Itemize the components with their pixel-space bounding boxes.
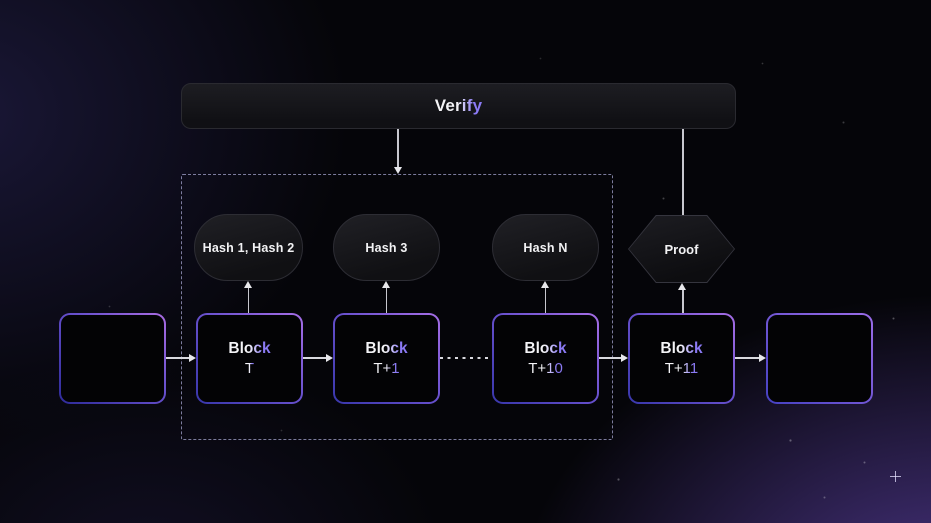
block-t-plus-11: Block T+11 <box>628 313 735 404</box>
verify-bar: Verify <box>181 83 736 129</box>
hash-node-3: Hash N <box>492 214 599 281</box>
arrow-right-icon <box>326 353 333 362</box>
dashed-boundary <box>181 174 613 440</box>
connector-t-to-t1 <box>303 357 327 359</box>
block-t1-title: Block <box>365 339 408 357</box>
hash-node-3-label: Hash N <box>523 240 568 255</box>
star-specks <box>0 0 1 1</box>
arrow-right-icon <box>621 353 628 362</box>
proof-hexagon: Proof <box>628 215 735 283</box>
block-t: Block T <box>196 313 303 404</box>
block-t1-subtitle: T+1 <box>373 360 400 378</box>
empty-block-right <box>766 313 873 404</box>
connector-t1-to-t10-dotted <box>440 357 492 359</box>
arrow-up-icon <box>540 281 549 288</box>
verify-to-proof-line <box>682 129 684 215</box>
arrow-up-icon <box>243 281 252 288</box>
proof-label: Proof <box>664 241 699 257</box>
block-t-title: Block <box>228 339 271 357</box>
block-t11-title: Block <box>660 339 703 357</box>
arrow-right-icon <box>759 353 766 362</box>
arrow-up-icon <box>381 281 390 288</box>
hash-node-2-label: Hash 3 <box>365 240 408 255</box>
sparkle-icon <box>890 471 901 482</box>
hash-node-1-label: Hash 1, Hash 2 <box>202 240 295 255</box>
block-t-plus-10: Block T+10 <box>492 313 599 404</box>
arrow-right-icon <box>189 353 196 362</box>
verify-label: Verify <box>434 96 483 115</box>
block-t10-title: Block <box>524 339 567 357</box>
block-t11-to-proof-line <box>682 290 684 313</box>
block-t11-subtitle: T+11 <box>664 360 699 378</box>
empty-block-left <box>59 313 166 404</box>
hash-node-2: Hash 3 <box>333 214 440 281</box>
arrow-up-icon <box>678 283 687 290</box>
hash-node-1: Hash 1, Hash 2 <box>194 214 303 281</box>
block-t-subtitle: T <box>244 360 255 378</box>
connector-left-to-t <box>166 357 190 359</box>
block-t10-to-hash-line <box>544 288 547 313</box>
connector-t11-to-right <box>735 357 760 359</box>
block-t1-to-hash-line <box>385 288 388 313</box>
verify-to-boundary-line <box>397 129 399 169</box>
block-t-to-hash-line <box>247 288 249 313</box>
proof-hexagon-fill: Proof <box>629 216 734 282</box>
arrow-down-icon <box>393 167 402 174</box>
connector-t10-to-t11 <box>599 357 622 359</box>
block-t-plus-1: Block T+1 <box>333 313 440 404</box>
block-t10-subtitle: T+10 <box>528 360 563 378</box>
